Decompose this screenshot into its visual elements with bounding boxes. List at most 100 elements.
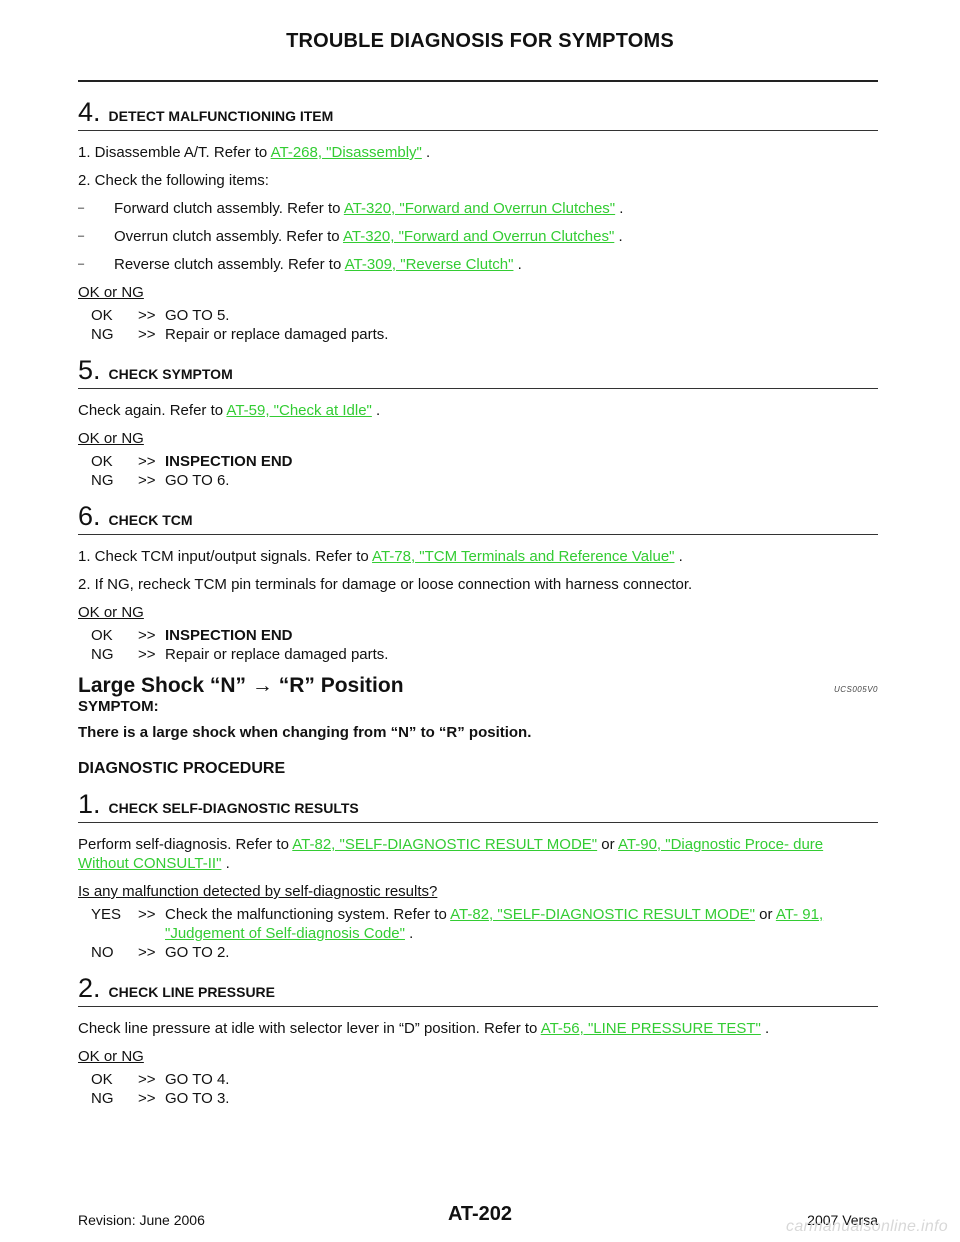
link-line-pressure-test[interactable]: AT-56, "LINE PRESSURE TEST" bbox=[540, 1020, 761, 1037]
diag-step-2-line-1: Check line pressure at idle with selecto… bbox=[78, 1019, 878, 1038]
ok-or-ng-label: OK or NG bbox=[78, 430, 144, 447]
results: OK >> INSPECTION END NG >> Repair or rep… bbox=[78, 626, 878, 664]
link-check-at-idle[interactable]: AT-59, "Check at Idle" bbox=[226, 402, 372, 419]
step-title: CHECK SELF-DIAGNOSTIC RESULTS bbox=[108, 800, 359, 816]
result-code: OK bbox=[91, 453, 113, 470]
result-code: NG bbox=[91, 472, 114, 489]
step-title: DETECT MALFUNCTIONING ITEM bbox=[108, 108, 334, 124]
text: . bbox=[615, 200, 624, 217]
step-6-heading: 6. CHECK TCM bbox=[78, 502, 878, 535]
text: Forward clutch assembly. Refer to bbox=[114, 200, 344, 217]
result-text: INSPECTION END bbox=[165, 627, 293, 644]
step-5-line-1: Check again. Refer to AT-59, "Check at I… bbox=[78, 401, 878, 420]
result-text: GO TO 3. bbox=[165, 1090, 230, 1107]
header-rule bbox=[78, 80, 878, 82]
result-row: NG >> Repair or replace damaged parts. bbox=[78, 325, 878, 344]
result-arrow: >> bbox=[138, 906, 156, 923]
symptom-text: There is a large shock when changing fro… bbox=[78, 724, 532, 741]
results: OK >> GO TO 4. NG >> GO TO 3. bbox=[78, 1070, 878, 1108]
result-code: OK bbox=[91, 627, 113, 644]
revision-date: Revision: June 2006 bbox=[78, 1212, 205, 1228]
text: Check the malfunctioning system. Refer t… bbox=[165, 906, 451, 923]
step-4-heading: 4. DETECT MALFUNCTIONING ITEM bbox=[78, 98, 878, 131]
link-disassembly[interactable]: AT-268, "Disassembly" bbox=[270, 144, 422, 161]
results: YES >> Check the malfunctioning system. … bbox=[78, 905, 878, 962]
step-6-line-2: 2. If NG, recheck TCM pin terminals for … bbox=[78, 576, 693, 593]
dash-bullet: – bbox=[78, 258, 85, 270]
result-code: NG bbox=[91, 1090, 114, 1107]
text: Reverse clutch assembly. Refer to bbox=[114, 256, 345, 273]
model-year: 2007 Versa bbox=[807, 1212, 878, 1228]
results: OK >> GO TO 5. NG >> Repair or replace d… bbox=[78, 306, 878, 344]
result-row: OK >> GO TO 5. bbox=[78, 306, 878, 325]
text: . bbox=[221, 855, 230, 872]
result-row: NG >> Repair or replace damaged parts. bbox=[78, 645, 878, 664]
diag-step-1-heading: 1. CHECK SELF-DIAGNOSTIC RESULTS bbox=[78, 790, 878, 823]
section-heading: Large Shock “N” → “R” Position UCS005V0 bbox=[78, 674, 878, 698]
text: Perform self-diagnosis. Refer to bbox=[78, 836, 293, 853]
result-code: OK bbox=[91, 307, 113, 324]
text: 1. Check TCM input/output signals. Refer… bbox=[78, 548, 373, 565]
link-forward-overrun[interactable]: AT-320, "Forward and Overrun Clutches" bbox=[343, 200, 616, 217]
result-code: NG bbox=[91, 326, 114, 343]
link-forward-overrun[interactable]: AT-320, "Forward and Overrun Clutches" bbox=[342, 228, 615, 245]
step-4-line-2: 2. Check the following items: bbox=[78, 172, 269, 189]
result-row: OK >> GO TO 4. bbox=[78, 1070, 878, 1089]
check-item: – Overrun clutch assembly. Refer to AT-32… bbox=[78, 227, 878, 246]
result-row: NG >> GO TO 6. bbox=[78, 471, 878, 490]
step-title: CHECK SYMPTOM bbox=[108, 366, 233, 382]
result-text: GO TO 2. bbox=[165, 944, 230, 961]
text: . bbox=[404, 925, 414, 942]
text: Check again. Refer to bbox=[78, 402, 227, 419]
check-item: – Reverse clutch assembly. Refer to AT-30… bbox=[78, 255, 878, 274]
diag-step-1-line-1: Perform self-diagnosis. Refer to AT-82, … bbox=[78, 835, 878, 873]
watermark: carmanualsonline.info bbox=[786, 1218, 948, 1235]
main-content: 4. DETECT MALFUNCTIONING ITEM 1. Disasse… bbox=[78, 86, 878, 1116]
text: 1. Disassemble A/T. Refer to bbox=[78, 144, 271, 161]
result-text: GO TO 6. bbox=[165, 472, 230, 489]
result-arrow: >> bbox=[138, 646, 156, 663]
section-code: UCS005V0 bbox=[833, 685, 878, 694]
section-title: Large Shock “N” → “R” Position bbox=[78, 674, 404, 697]
page-number: AT-202 bbox=[447, 1203, 513, 1225]
result-arrow: >> bbox=[138, 1071, 156, 1088]
text: Overrun clutch assembly. Refer to bbox=[114, 228, 343, 245]
step-6-line-1: 1. Check TCM input/output signals. Refer… bbox=[78, 547, 878, 566]
result-code: YES bbox=[91, 906, 122, 923]
text: or bbox=[597, 836, 618, 853]
link-tcm-terminals[interactable]: AT-78, "TCM Terminals and Reference Valu… bbox=[372, 548, 675, 565]
result-text: GO TO 5. bbox=[165, 307, 230, 324]
result-text: Repair or replace damaged parts. bbox=[165, 646, 389, 663]
step-number: 5. bbox=[78, 355, 101, 385]
page-title: TROUBLE DIAGNOSIS FOR SYMPTOMS bbox=[286, 30, 674, 52]
text: . bbox=[760, 1020, 770, 1037]
link-self-diag-result[interactable]: AT-82, "SELF-DIAGNOSTIC RESULT MODE" bbox=[292, 836, 598, 853]
link-reverse-clutch[interactable]: AT-309, "Reverse Clutch" bbox=[344, 256, 514, 273]
diag-step-2-heading: 2. CHECK LINE PRESSURE bbox=[78, 974, 878, 1007]
step-number: 4. bbox=[78, 97, 101, 127]
text: . bbox=[421, 144, 431, 161]
check-item: –Forward clutch assembly. Refer to AT-32… bbox=[78, 199, 878, 218]
step-number: 2. bbox=[78, 973, 101, 1003]
result-arrow: >> bbox=[138, 1090, 156, 1107]
link-self-diag-result[interactable]: AT-82, "SELF-DIAGNOSTIC RESULT MODE" bbox=[450, 906, 756, 923]
result-code: NO bbox=[91, 944, 114, 961]
text: Check line pressure at idle with selecto… bbox=[78, 1020, 541, 1037]
link-judgement-code[interactable]: AT- 91, "Judgement of Self-diagnosis Cod… bbox=[165, 906, 824, 942]
step-5-heading: 5. CHECK SYMPTOM bbox=[78, 356, 878, 389]
step-number: 6. bbox=[78, 501, 101, 531]
procedure-label: DIAGNOSTIC PROCEDURE bbox=[78, 760, 286, 777]
result-arrow: >> bbox=[138, 944, 156, 961]
step-4-line-1: 1. Disassemble A/T. Refer to AT-268, "Di… bbox=[78, 143, 878, 162]
text: . bbox=[371, 402, 381, 419]
step-title: CHECK TCM bbox=[108, 512, 193, 528]
result-row: NG >> GO TO 3. bbox=[78, 1089, 878, 1108]
result-arrow: >> bbox=[138, 453, 156, 470]
result-arrow: >> bbox=[138, 326, 156, 343]
dash-bullet: – bbox=[78, 230, 85, 242]
text: . bbox=[614, 228, 623, 245]
link-diag-procedure[interactable]: AT-90, "Diagnostic Proce- dure Without C… bbox=[78, 836, 824, 872]
results: OK >> INSPECTION END NG >> GO TO 6. bbox=[78, 452, 878, 490]
result-row: NO >> GO TO 2. bbox=[78, 943, 878, 962]
text: or bbox=[755, 906, 776, 923]
